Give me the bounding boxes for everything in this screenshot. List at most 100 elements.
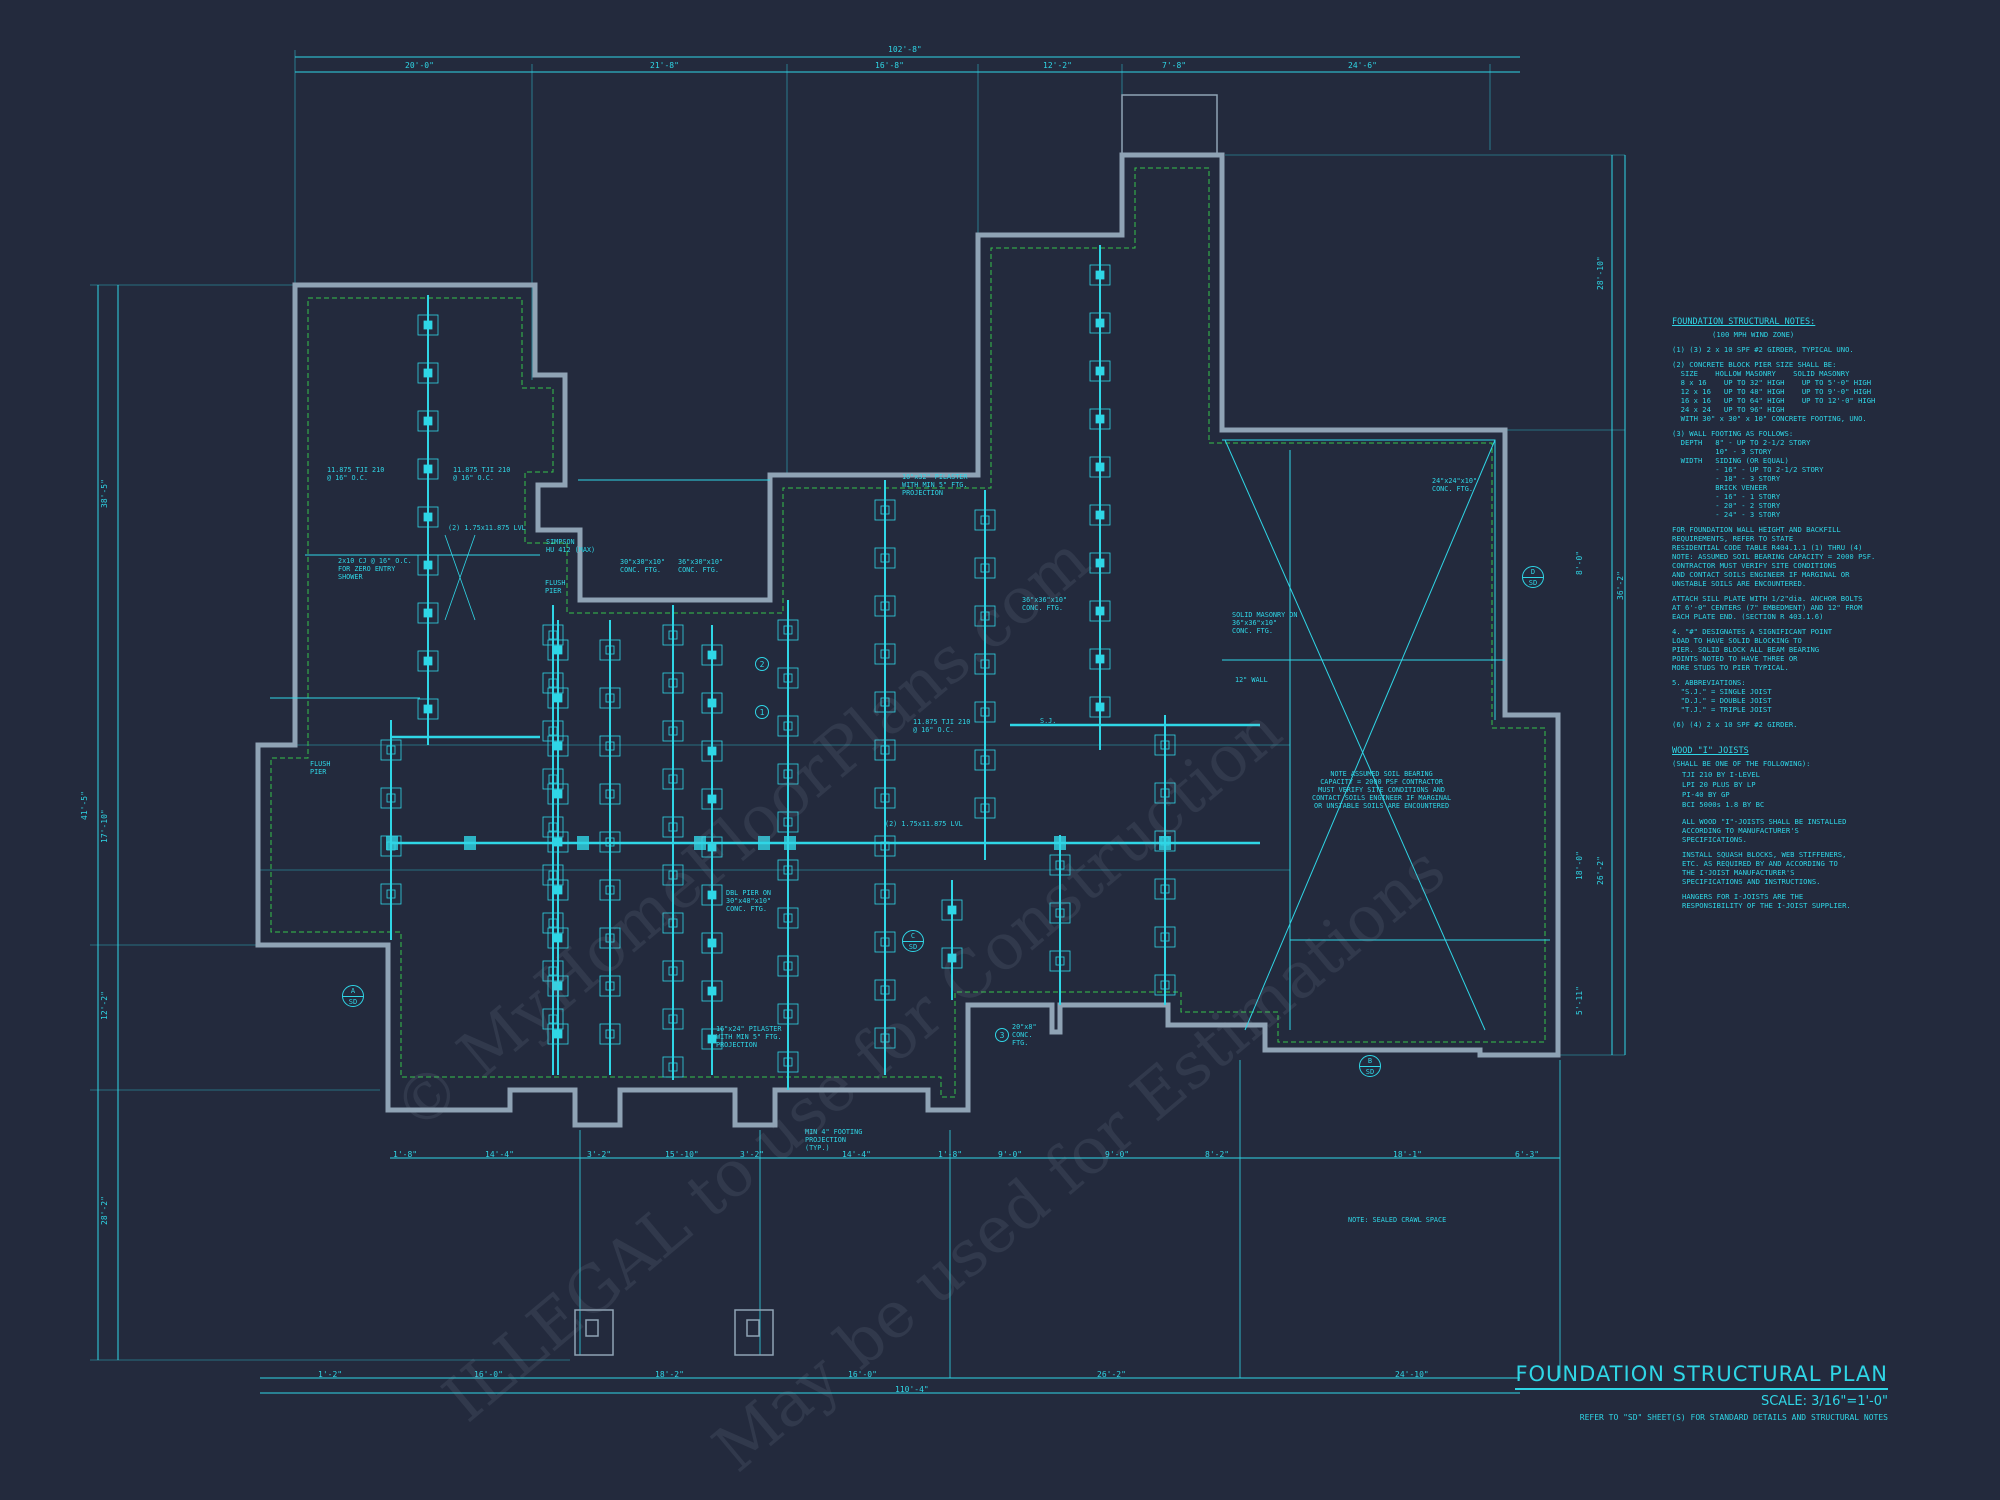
block-pier: [1095, 606, 1105, 616]
block-pier: [783, 1009, 793, 1019]
pier-footing: [599, 879, 621, 901]
pier-footing: [777, 715, 799, 737]
dimension-mid: 18'-1": [1393, 1150, 1422, 1159]
joist-callout: 11.875 TJI 210 @ 16" O.C.: [913, 718, 971, 734]
pier-footing: [874, 931, 896, 953]
flush-pier: [1054, 836, 1066, 850]
lvl-callout: (2) 1.75x11.875 LVL: [448, 524, 526, 532]
block-pier: [980, 611, 990, 621]
pier-footing: [874, 835, 896, 857]
dimension-bottom: 24'-10": [1395, 1370, 1429, 1379]
block-pier: [1055, 956, 1065, 966]
flush-pier: [464, 836, 476, 850]
block-pier: [553, 693, 563, 703]
footing-callout: 20"x8" CONC. FTG.: [1012, 1023, 1037, 1047]
block-pier: [880, 937, 890, 947]
pier-footing: [701, 740, 723, 762]
block-pier: [783, 865, 793, 875]
pier-footing: [874, 787, 896, 809]
block-pier: [548, 918, 558, 928]
section-marker-d[interactable]: D SD: [1522, 566, 1544, 588]
block-pier: [548, 630, 558, 640]
joist-heading: WOOD "I" JOISTS: [1672, 746, 1749, 756]
pier-footing: [547, 639, 569, 661]
pier-footing: [542, 816, 564, 838]
block-pier: [880, 697, 890, 707]
pier-footing: [1154, 830, 1176, 852]
block-pier: [605, 1029, 615, 1039]
block-pier: [707, 698, 717, 708]
pier-footing: [974, 701, 996, 723]
dimension-top: 12'-2": [1043, 61, 1072, 70]
dimension-mid: 14'-4": [485, 1150, 514, 1159]
drawing-scale: SCALE: 3/16"=1'-0": [1760, 1394, 1888, 1409]
flush-pier: [386, 836, 398, 850]
block-pier: [1160, 980, 1170, 990]
block-pier: [880, 985, 890, 995]
pier-footing: [874, 499, 896, 521]
block-pier: [423, 512, 433, 522]
pier-footing: [417, 314, 439, 336]
dimension-bottom: 16'-0": [848, 1370, 877, 1379]
section-marker-letter: A: [343, 986, 363, 997]
pier-footing: [662, 912, 684, 934]
flush-pier-callout: FLUSH PIER: [310, 760, 331, 776]
joist-callout: 11.875 TJI 210 @ 16" O.C.: [453, 466, 511, 482]
block-pier: [553, 885, 563, 895]
dimension-right: 5'-11": [1575, 986, 1584, 1015]
pier-footing: [542, 624, 564, 646]
section-marker-c[interactable]: C SD: [902, 930, 924, 952]
block-pier: [880, 601, 890, 611]
pier-footing: [547, 1023, 569, 1045]
section-marker-a[interactable]: A SD: [342, 985, 364, 1007]
block-pier: [423, 368, 433, 378]
dimension-right: 36'-2": [1616, 571, 1625, 600]
pier-footing: [599, 687, 621, 709]
joist-callout: 2x10 CJ @ 16" O.C. FOR ZERO ENTRY SHOWER: [338, 557, 412, 581]
wall-callout: 12" WALL: [1235, 676, 1268, 684]
pier-footing: [974, 509, 996, 531]
pier-footing: [662, 720, 684, 742]
joist-note: ALL WOOD "I"-JOISTS SHALL BE INSTALLED A…: [1682, 817, 1847, 844]
pier-footing: [662, 816, 684, 838]
pier-footing: [599, 831, 621, 853]
pier-footing: [542, 720, 564, 742]
block-pier: [605, 837, 615, 847]
pier-footing: [777, 859, 799, 881]
section-marker-sheet: SD: [348, 997, 358, 1006]
block-pier: [947, 905, 957, 915]
pier-footing: [542, 864, 564, 886]
dimension-top: 20'-0": [405, 61, 434, 70]
pier-footing: [1089, 456, 1111, 478]
block-pier: [1095, 318, 1105, 328]
title-block: FOUNDATION STRUCTURAL PLAN SCALE: 3/16"=…: [1515, 1362, 1888, 1422]
dimension-bottom: 1'-2": [318, 1370, 343, 1379]
joist-item: TJI 210 BY I-LEVEL: [1682, 770, 1760, 779]
notes-heading: FOUNDATION STRUCTURAL NOTES:: [1672, 317, 1816, 327]
pier-footing: [599, 639, 621, 661]
pilaster-callout: 16"x32" PILASTER WITH MIN 5" FTG. PROJEC…: [902, 473, 968, 497]
block-pier: [423, 656, 433, 666]
block-pier: [783, 673, 793, 683]
block-pier: [553, 741, 563, 751]
dimension-right: 28'-10": [1596, 256, 1605, 290]
pier-footing: [1154, 878, 1176, 900]
section-marker-b[interactable]: B SD: [1359, 1055, 1381, 1077]
block-pier: [423, 464, 433, 474]
block-pier: [1095, 558, 1105, 568]
block-pier: [1095, 654, 1105, 664]
block-pier: [423, 560, 433, 570]
block-pier: [1095, 414, 1105, 424]
pier-footing: [1154, 926, 1176, 948]
block-pier: [386, 793, 396, 803]
block-pier: [668, 822, 678, 832]
pier-footing: [547, 783, 569, 805]
block-pier: [980, 707, 990, 717]
block-pier: [880, 793, 890, 803]
pier-footing: [701, 692, 723, 714]
block-pier: [707, 650, 717, 660]
lvl-callout: (2) 1.75x11.875 LVL: [885, 820, 963, 828]
joist-note: HANGERS FOR I-JOISTS ARE THE RESPONSIBIL…: [1682, 892, 1851, 910]
pier-footing: [777, 667, 799, 689]
block-pier: [947, 953, 957, 963]
